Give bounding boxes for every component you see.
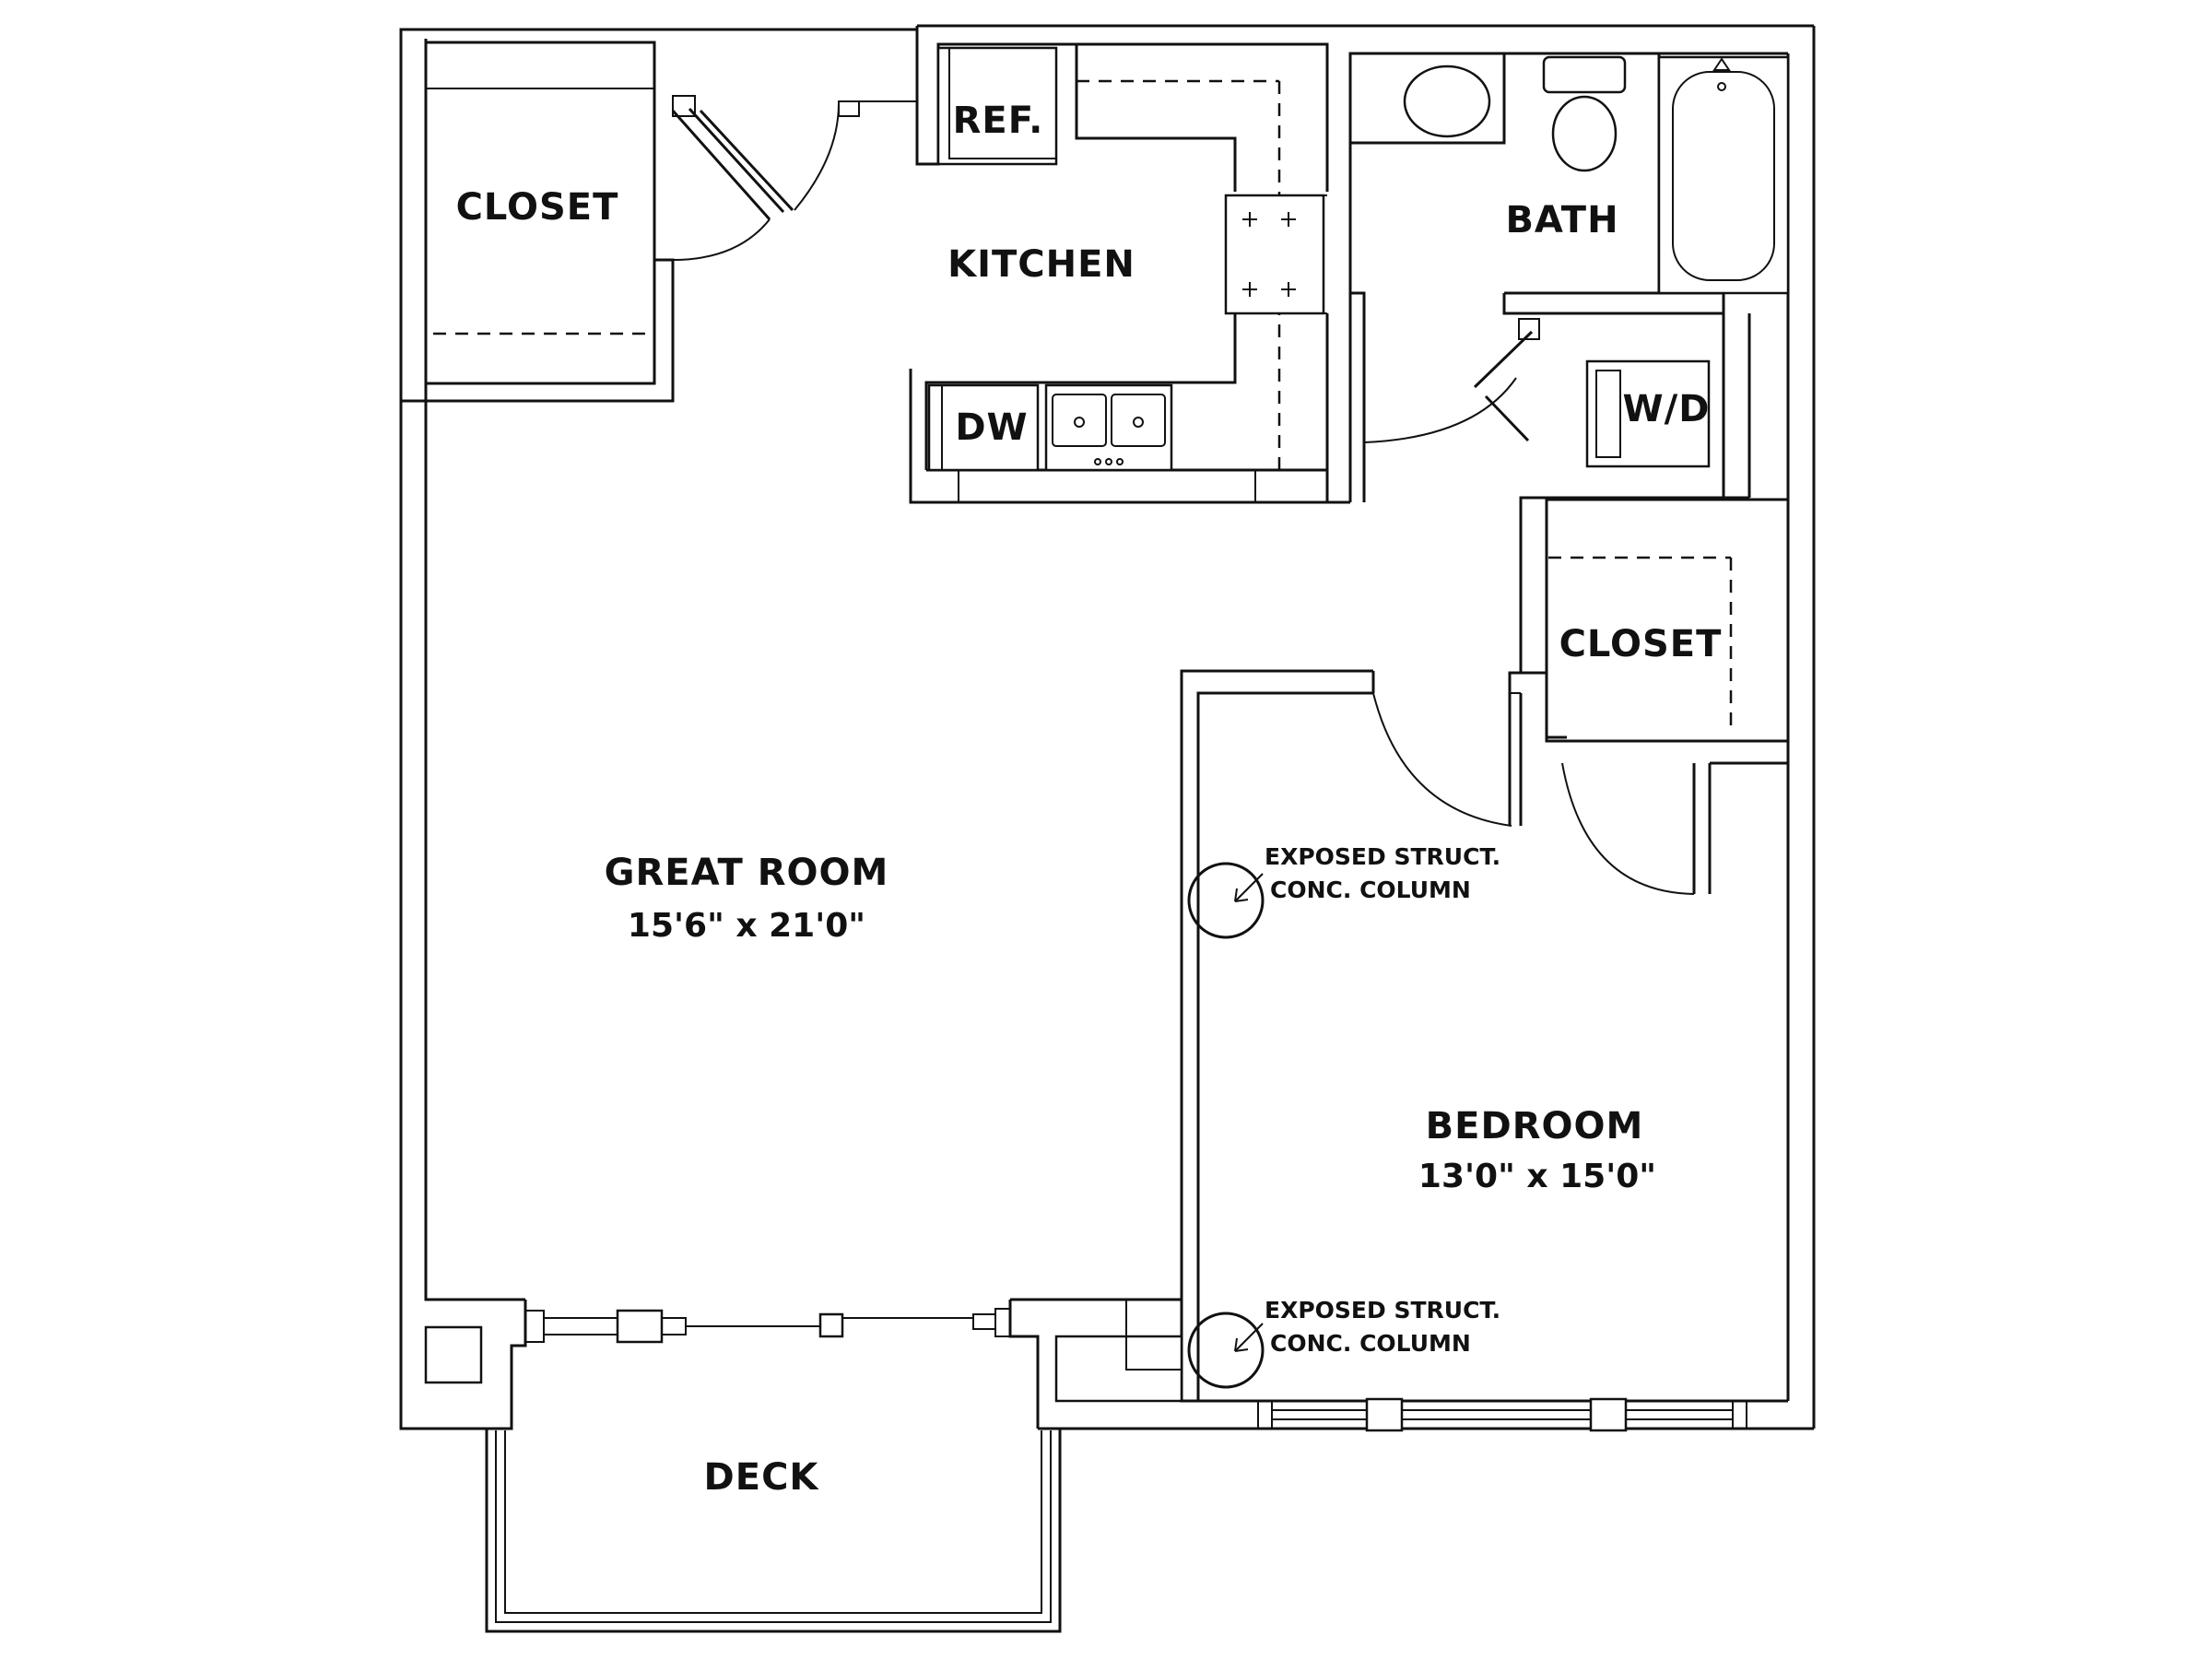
bedroom-label: BEDROOM [1426,1105,1644,1147]
great-room-dimensions: 15'6" x 21'0" [628,907,865,945]
deck [485,1429,1062,1633]
sliding-door [424,1298,1183,1430]
kitchen [909,42,1350,504]
washer-dryer [1585,359,1711,468]
dishwasher [927,383,1040,472]
column-1-note-line2: CONC. COLUMN [1270,877,1471,903]
washer-dryer-label: W/D [1623,388,1711,430]
deck-label: DECK [704,1456,820,1499]
entry-closet [401,41,785,403]
concrete-column-2 [1187,1312,1265,1389]
toilet-bowl [1551,95,1618,172]
bedroom [1180,669,1523,1401]
column-2-note-line1: EXPOSED STRUCT. [1265,1297,1500,1324]
bedroom-window [1257,1397,1747,1432]
closet-bedroom-label: CLOSET [1559,623,1723,665]
bath-door [1362,293,1751,498]
kitchen-label: KITCHEN [947,243,1135,286]
refrigerator-label: REF. [953,100,1044,142]
great-room-label: GREAT ROOM [605,852,889,894]
washer-dryer-unit [1585,359,1711,468]
burner-icons [1242,212,1296,297]
concrete-column-1 [1187,862,1265,939]
bath-label: BATH [1505,199,1618,241]
kitchen-sink [1044,383,1173,472]
bath [1348,52,1790,502]
toilet-tank [1542,55,1627,94]
vanity-sink [1403,65,1491,138]
bathtub [1657,55,1790,295]
column-2-note-line2: CONC. COLUMN [1270,1330,1471,1357]
bedroom-dimensions: 13'0" x 15'0" [1418,1158,1656,1195]
closet-entry-label: CLOSET [456,186,619,229]
column-1-note-line1: EXPOSED STRUCT. [1265,843,1500,870]
range-cooktop [1224,194,1325,315]
entry-door [699,100,917,212]
bedroom-closet [1519,496,1790,895]
refrigerator [936,46,1058,166]
dishwasher-label: DW [955,406,1028,449]
